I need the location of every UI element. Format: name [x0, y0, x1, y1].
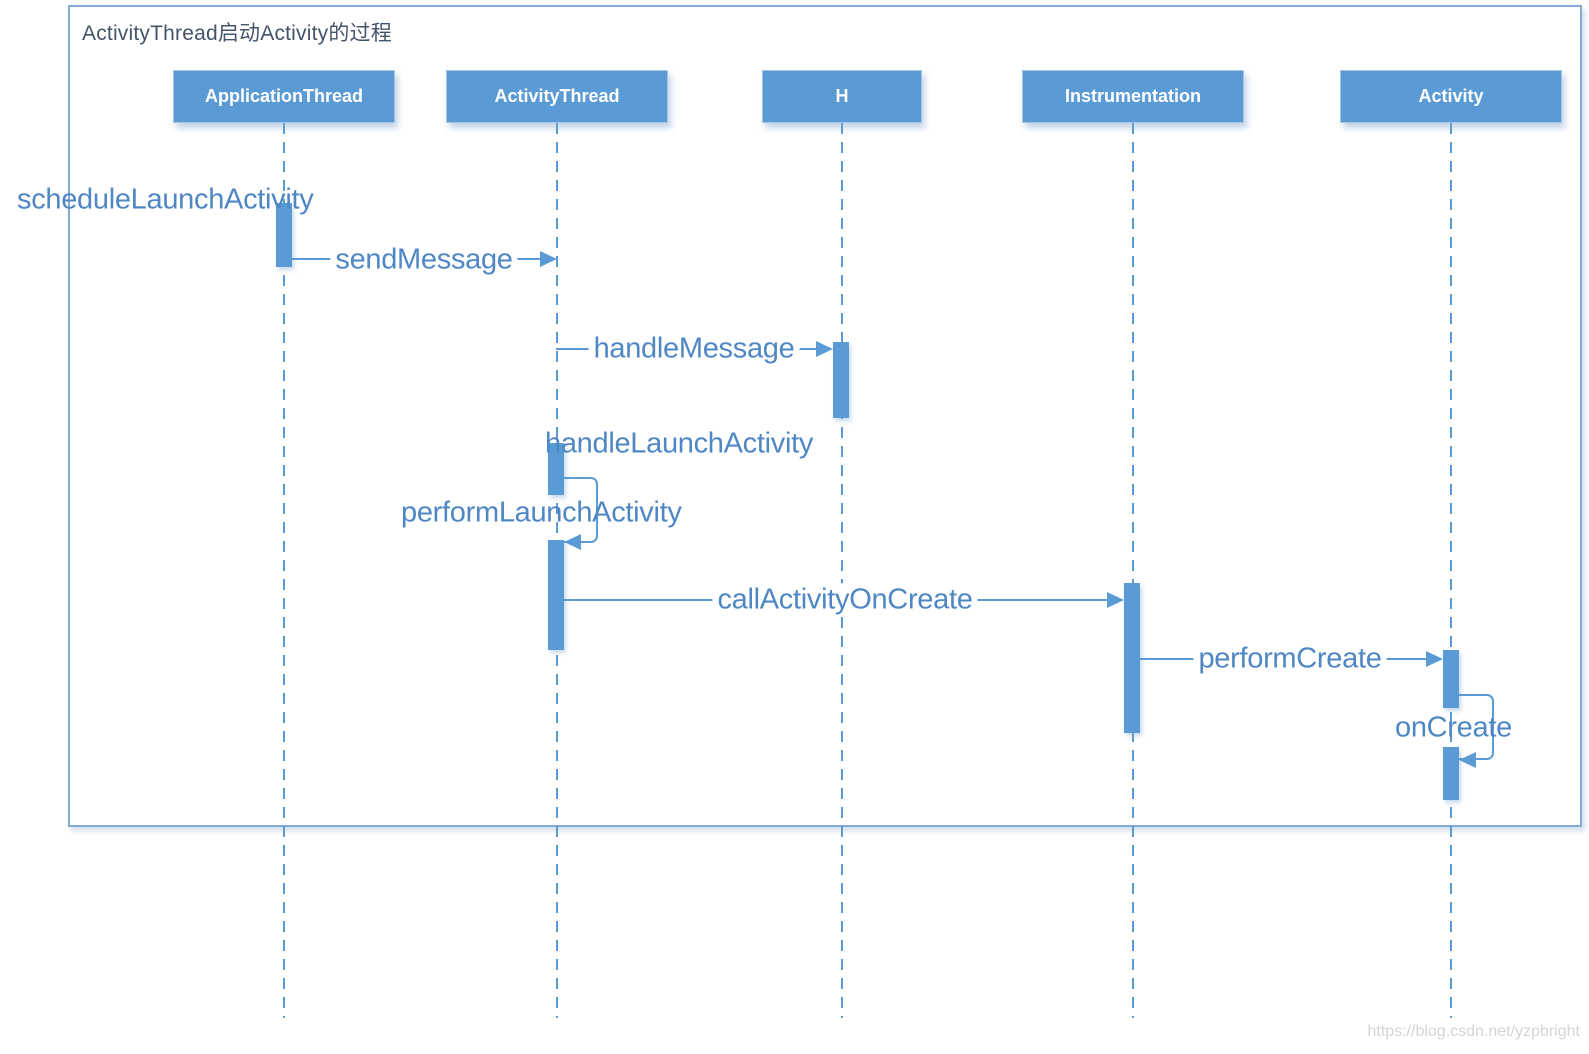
lifeline-activity	[1450, 123, 1452, 1018]
self-call-bracket	[1459, 694, 1494, 760]
diagram-title: ActivityThread启动Activity的过程	[82, 22, 392, 45]
actor-label: Activity	[1418, 86, 1484, 106]
lifeline-applicationthread	[283, 123, 285, 1018]
self-call-bracket	[564, 477, 598, 543]
lifeline-instrumentation	[1132, 123, 1134, 1018]
activation-bar-h	[833, 342, 849, 418]
activation-bar-activitythread-handle	[548, 443, 564, 495]
activation-bar-applicationthread	[276, 203, 292, 267]
arrow-right-icon	[1426, 651, 1443, 667]
actor-label: ApplicationThread	[204, 86, 363, 106]
arrow-left-icon	[1459, 752, 1476, 768]
actor-box-applicationthread: ApplicationThread	[173, 70, 395, 123]
message-label-callactivityoncreate: callActivityOnCreate	[712, 583, 978, 617]
activation-bar-activity-oncreate	[1443, 747, 1459, 800]
message-label-sendmessage: sendMessage	[330, 243, 518, 277]
message-label-handlemessage: handleMessage	[588, 332, 800, 366]
lifeline-h	[841, 123, 843, 1018]
activation-bar-instrumentation	[1124, 583, 1140, 733]
actor-box-activity: Activity	[1340, 70, 1562, 123]
actor-box-activitythread: ActivityThread	[446, 70, 668, 123]
arrow-right-icon	[540, 251, 557, 267]
message-label-schedulelaunchactivity: scheduleLaunchActivity	[17, 183, 314, 216]
message-label-performlaunchactivity: performLaunchActivity	[401, 496, 682, 529]
actor-label: Instrumentation	[1064, 86, 1201, 106]
activation-bar-activitythread-perform	[548, 540, 564, 650]
actor-box-instrumentation: Instrumentation	[1022, 70, 1244, 123]
arrow-left-icon	[564, 534, 581, 550]
actor-label: ActivityThread	[494, 86, 620, 106]
activation-bar-activity-performcreate	[1443, 650, 1459, 708]
arrow-right-icon	[1107, 592, 1124, 608]
message-label-handlelaunchactivity: handleLaunchActivity	[545, 427, 814, 460]
watermark-url: https://blog.csdn.net/yzpbright	[1367, 1023, 1580, 1040]
diagram-frame	[68, 5, 1582, 827]
actor-box-h: H	[762, 70, 922, 123]
message-label-performcreate: performCreate	[1193, 642, 1387, 676]
message-label-oncreate: onCreate	[1395, 711, 1512, 744]
arrow-right-icon	[816, 341, 833, 357]
actor-label: H	[835, 86, 849, 106]
